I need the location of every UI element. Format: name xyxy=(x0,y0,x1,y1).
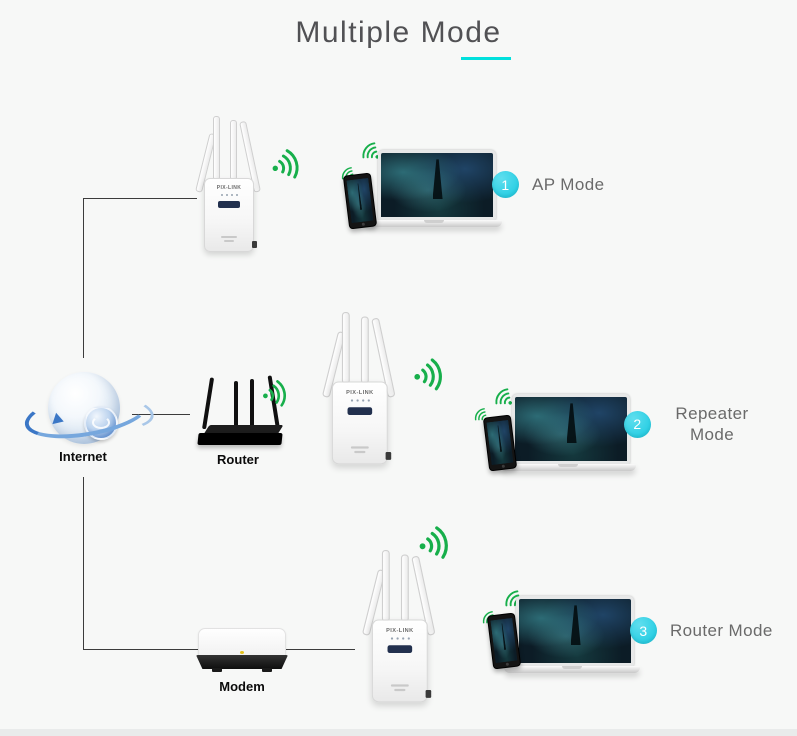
laptop-base xyxy=(500,464,636,471)
title-underline xyxy=(461,57,511,60)
laptop-device xyxy=(366,150,502,227)
connector-top-horizontal xyxy=(83,198,197,199)
repeater-power-plug xyxy=(252,241,257,248)
mode-label-2: Repeater Mode xyxy=(675,404,749,444)
repeater-led-row xyxy=(333,399,387,402)
modem-foot xyxy=(262,668,272,672)
repeater-led-row xyxy=(373,637,427,640)
mode-number-badge-1: 1 xyxy=(492,171,519,198)
repeater-body: PIX-LINK xyxy=(331,381,392,465)
client-devices-3 xyxy=(476,586,640,690)
laptop-base xyxy=(504,666,640,673)
connector-left-vertical-bottom xyxy=(83,477,84,649)
wifi-signal-icon xyxy=(414,522,458,566)
laptop-screen xyxy=(512,394,630,464)
repeater-badge xyxy=(347,407,373,416)
modem-foot xyxy=(212,668,222,672)
wifi-signal-icon xyxy=(259,377,294,412)
repeater-antenna xyxy=(213,116,220,180)
wifi-signal-icon xyxy=(410,355,451,396)
repeater-led-row xyxy=(205,194,253,196)
phone-wallpaper xyxy=(346,177,374,224)
wifi-signal-icon xyxy=(489,383,520,414)
phone-wallpaper xyxy=(490,617,518,664)
mode-label-3: Router Mode xyxy=(670,620,773,640)
laptop-device xyxy=(504,596,640,673)
repeater-logo-mark xyxy=(205,236,253,242)
internet-label: Internet xyxy=(59,449,107,464)
laptop-wallpaper xyxy=(381,153,493,217)
router-antenna xyxy=(234,381,238,427)
repeater-power-plug xyxy=(385,452,392,460)
client-devices-1 xyxy=(338,140,502,244)
repeater-antenna xyxy=(400,554,409,622)
laptop-wallpaper xyxy=(519,599,631,663)
phone-device xyxy=(342,172,378,230)
mode-label-1: AP Mode xyxy=(532,174,605,194)
repeater-body: PIX-LINK xyxy=(204,178,257,252)
phone-wallpaper xyxy=(486,419,514,466)
repeater-device-3: PIX-LINK xyxy=(361,550,436,707)
repeater-antenna xyxy=(341,312,350,384)
repeater-logo-mark xyxy=(373,684,427,692)
repeater-antenna xyxy=(230,120,237,180)
laptop-base xyxy=(366,220,502,227)
repeater-badge xyxy=(218,201,240,208)
repeater-brand-label: PIX-LINK xyxy=(386,627,414,634)
internet-globe-icon xyxy=(21,366,156,452)
router-body-front xyxy=(197,433,283,445)
modem-label: Modem xyxy=(219,679,265,694)
repeater-device-2: PIX-LINK xyxy=(321,312,396,469)
repeater-power-plug xyxy=(425,690,432,698)
wifi-signal-icon xyxy=(266,144,308,186)
repeater-antenna xyxy=(360,316,369,384)
repeater-badge xyxy=(387,645,413,654)
modem-base xyxy=(196,655,288,669)
laptop-wallpaper xyxy=(515,397,627,461)
modem-device xyxy=(196,628,288,676)
repeater-body: PIX-LINK xyxy=(371,619,432,703)
laptop-screen xyxy=(378,150,496,220)
connector-left-vertical-top xyxy=(83,198,84,358)
page-title: Multiple Mode xyxy=(295,16,502,49)
modem-led xyxy=(240,651,244,654)
repeater-antenna xyxy=(381,550,390,622)
globe-inner-ball xyxy=(84,406,118,440)
mode-number-badge-3: 3 xyxy=(630,617,657,644)
connector-internet-router xyxy=(132,414,190,415)
mode-row-router: 3 Router Mode xyxy=(630,617,773,644)
repeater-brand-label: PIX-LINK xyxy=(346,389,374,396)
client-devices-2 xyxy=(472,383,636,490)
mode-row-repeater: 2 Repeater Mode xyxy=(624,403,760,445)
laptop-screen xyxy=(516,596,634,666)
mode-row-ap: 1 AP Mode xyxy=(492,171,604,198)
router-antenna xyxy=(250,379,254,427)
router-label: Router xyxy=(217,452,259,467)
repeater-brand-label: PIX-LINK xyxy=(216,185,242,191)
router-device xyxy=(196,375,288,445)
laptop-device xyxy=(500,394,636,471)
router-antenna xyxy=(202,377,215,430)
repeater-device-1: PIX-LINK xyxy=(195,116,261,256)
repeater-logo-mark xyxy=(333,446,387,454)
mode-number-badge-2: 2 xyxy=(624,410,651,438)
